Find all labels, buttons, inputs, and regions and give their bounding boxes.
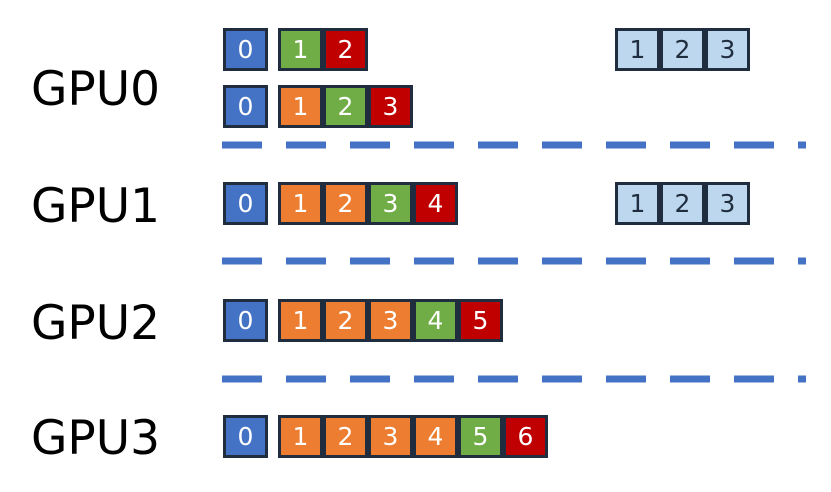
gpu1-label: GPU1 <box>31 179 161 234</box>
separator-line <box>222 141 806 149</box>
token-cell: 3 <box>705 28 750 71</box>
token-cell: 3 <box>368 299 413 342</box>
token-cell: 1 <box>278 85 323 128</box>
token-cell: 0 <box>223 182 268 225</box>
gpu0-label: GPU0 <box>31 62 161 117</box>
token-cell: 2 <box>323 415 368 458</box>
token-cell: 3 <box>368 415 413 458</box>
token-cell: 1 <box>615 182 660 225</box>
token-cell: 4 <box>413 415 458 458</box>
token-cell: 2 <box>323 299 368 342</box>
separator-line <box>222 257 806 265</box>
token-cell: 5 <box>458 299 503 342</box>
token-cell: 1 <box>278 28 323 71</box>
token-cell: 4 <box>413 299 458 342</box>
token-cell: 4 <box>413 182 458 225</box>
token-cell: 0 <box>223 299 268 342</box>
gpu2-label: GPU2 <box>31 296 161 351</box>
token-cell: 6 <box>503 415 548 458</box>
token-cell: 2 <box>660 28 705 71</box>
token-cell: 0 <box>223 415 268 458</box>
token-cell: 2 <box>660 182 705 225</box>
token-cell: 3 <box>368 182 413 225</box>
token-cell: 0 <box>223 85 268 128</box>
token-cell: 5 <box>458 415 503 458</box>
token-cell: 2 <box>323 85 368 128</box>
token-cell: 0 <box>223 28 268 71</box>
token-cell: 2 <box>323 182 368 225</box>
token-cell: 1 <box>278 182 323 225</box>
token-cell: 2 <box>323 28 368 71</box>
token-cell: 1 <box>615 28 660 71</box>
token-cell: 1 <box>278 415 323 458</box>
gpu3-label: GPU3 <box>31 411 161 466</box>
token-cell: 1 <box>278 299 323 342</box>
token-cell: 3 <box>368 85 413 128</box>
token-cell: 3 <box>705 182 750 225</box>
separator-line <box>222 375 806 383</box>
